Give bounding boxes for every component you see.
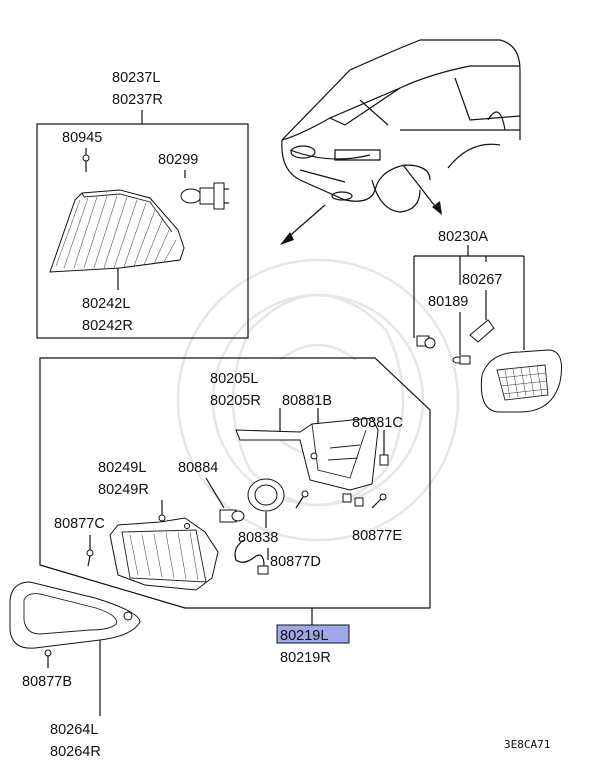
label-80881b: 80881B [282,393,332,409]
label-80264r: 80264R [50,744,101,760]
label-80299: 80299 [158,152,198,168]
figure-code: 3E8CA71 [504,738,550,751]
bracket-80205 [235,408,379,491]
label-80230a: 80230A [438,229,488,245]
screw-80877e [371,493,387,509]
screw-80877b [44,649,52,668]
lens-80242 [49,189,185,290]
label-80264l: 80264L [50,722,98,738]
socket-part [416,335,436,349]
fog-lamp-assembly [39,357,431,625]
label-80881c: 80881C [352,415,403,431]
label-80242l: 80242L [82,296,130,312]
label-80838: 80838 [238,530,278,546]
turn-lamp-group [36,110,249,339]
screw-80877c [86,535,94,567]
highlight-box [276,624,350,644]
label-80237l: 80237L [112,70,160,86]
label-80884: 80884 [178,460,218,476]
label-80189: 80189 [428,294,468,310]
label-80205r: 80205R [210,393,261,409]
gasket-80267 [469,319,495,343]
label-80249l: 80249L [98,460,146,476]
label-80219l[interactable]: 80219L [280,628,328,644]
label-80877b: 80877B [22,674,72,690]
label-80249r: 80249R [98,482,149,498]
screw-mid [295,490,309,509]
clip-80881c [379,430,389,466]
clip-lower [342,493,364,507]
bulb-80189 [452,355,471,365]
fog-lamp-body [109,500,219,591]
label-80945: 80945 [62,130,102,146]
ring-80838 [247,478,285,528]
screw-80945 [82,148,90,172]
car-illustration [281,39,521,213]
marker-lamp [480,349,562,413]
label-80242r: 80242R [82,318,133,334]
part-labels: 80237L 80237R 80945 80299 80242L 80242R … [22,70,550,760]
location-arrows [280,164,442,245]
bulb-80884 [205,477,245,523]
label-80237r: 80237R [112,92,163,108]
side-marker-group [413,245,562,413]
label-80267: 80267 [462,272,502,288]
bulb-80299 [180,170,229,210]
wire-harness [234,539,269,575]
label-80877e: 80877E [352,528,402,544]
bezel-80264 [9,581,141,716]
label-80877c: 80877C [54,516,105,532]
label-80877d: 80877D [270,554,321,570]
label-80205l: 80205L [210,371,258,387]
label-80219r: 80219R [280,650,331,666]
